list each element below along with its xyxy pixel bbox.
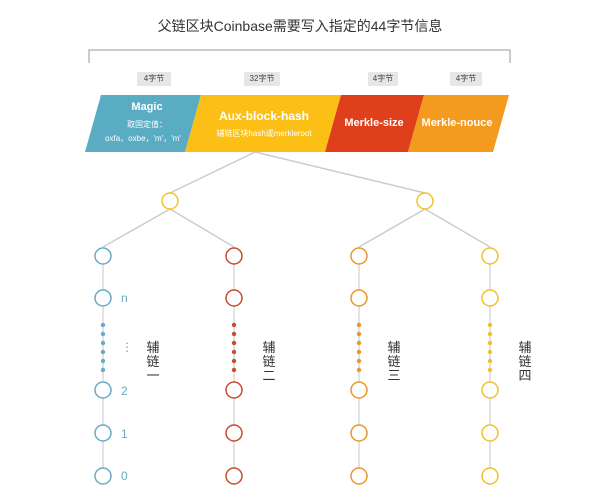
- block-index-2: 2: [121, 384, 128, 398]
- chain-ellipsis-dot: [356, 340, 362, 346]
- chain-block-node: [94, 247, 112, 265]
- merkle-node-right: [416, 192, 434, 210]
- field-segment-magic: [85, 95, 201, 152]
- chain-block-node: [94, 381, 112, 399]
- chain-ellipsis-dot: [487, 349, 493, 355]
- chain-ellipsis-dot: [487, 358, 493, 364]
- chain-block-node: [94, 424, 112, 442]
- chain-label-3: 辅链三: [387, 340, 401, 383]
- chain-ellipsis-dot: [356, 322, 362, 328]
- chain-ellipsis-dot: [356, 367, 362, 373]
- chain-ellipsis-dot: [100, 322, 106, 328]
- chain-ellipsis-dot: [356, 331, 362, 337]
- chain-ellipsis-dot: [231, 367, 237, 373]
- chain-ellipsis-dot: [100, 349, 106, 355]
- chain-block-node: [350, 381, 368, 399]
- field-size-badge-merkle-size: 4字节: [368, 72, 398, 86]
- chain-block-node: [225, 424, 243, 442]
- chain-ellipsis-dot: [356, 358, 362, 364]
- chain-ellipsis-dot: [231, 331, 237, 337]
- chain-block-node: [350, 467, 368, 485]
- field-detail-magic-line1: 取固定值：: [127, 120, 167, 129]
- chain-ellipsis-dot: [100, 331, 106, 337]
- chain-block-node: [94, 289, 112, 307]
- chain-ellipsis-dot: [356, 349, 362, 355]
- field-segment-merkle-nouce: [408, 95, 509, 152]
- field-name-aux-block-hash: Aux-block-hash: [218, 109, 309, 123]
- chain-block-node: [225, 381, 243, 399]
- chain-block-node: [481, 381, 499, 399]
- field-size-badge-aux-hash: 32字节: [244, 72, 280, 86]
- chain-ellipsis-dot: [231, 322, 237, 328]
- chain-ellipsis-dot: [100, 367, 106, 373]
- chain-ellipsis-dot: [487, 331, 493, 337]
- chain-block-node: [481, 467, 499, 485]
- chain-ellipsis-dot: [231, 349, 237, 355]
- chain-block-node: [481, 289, 499, 307]
- chain-ellipsis-dot: [487, 322, 493, 328]
- field-detail-magic-line2: oxfa，oxbe，'m'，'m': [105, 134, 181, 143]
- field-segment-aux-block-hash: [185, 95, 341, 152]
- chain-ellipsis-dot: [231, 340, 237, 346]
- chain-block-node: [94, 467, 112, 485]
- field-name-magic: Magic: [131, 101, 163, 113]
- chain-block-node: [225, 289, 243, 307]
- block-index-n: n: [121, 291, 128, 305]
- coinbase-bracket: [88, 49, 511, 63]
- chain-label-1: 辅链一: [146, 340, 160, 383]
- block-index-0: 0: [121, 469, 128, 483]
- field-size-badge-merkle-nouce: 4字节: [450, 72, 482, 86]
- chain-ellipsis-dot: [100, 340, 106, 346]
- block-index-1: 1: [121, 427, 128, 441]
- field-size-badge-magic: 4字节: [137, 72, 171, 86]
- chain-ellipsis-dot: [231, 358, 237, 364]
- field-name-merkle-nouce: Merkle-nouce: [421, 117, 493, 129]
- chain-block-node: [350, 424, 368, 442]
- chain-block-node: [350, 289, 368, 307]
- chain-label-4: 辅链四: [518, 340, 532, 383]
- diagram-title: 父链区块Coinbase需要写入指定的44字节信息: [157, 18, 443, 34]
- chain-ellipsis-dot: [487, 367, 493, 373]
- merkle-tree-edges: [102, 151, 491, 248]
- field-segment-merkle-size: [325, 95, 424, 152]
- chain-block-node: [481, 247, 499, 265]
- chain-block-node: [225, 467, 243, 485]
- chain-block-node: [350, 247, 368, 265]
- block-index-ellipsis: ⋮: [121, 340, 133, 354]
- field-detail-aux-block-hash: 辅链区块hash或merkleroot: [216, 129, 312, 138]
- side-chains: [94, 247, 499, 485]
- chain-block-node: [481, 424, 499, 442]
- chain-block-node: [225, 247, 243, 265]
- chain-ellipsis-dot: [100, 358, 106, 364]
- field-name-merkle-size: Merkle-size: [344, 117, 404, 129]
- chain-label-2: 辅链二: [262, 340, 276, 383]
- merkle-node-left: [161, 192, 179, 210]
- chain-ellipsis-dot: [487, 340, 493, 346]
